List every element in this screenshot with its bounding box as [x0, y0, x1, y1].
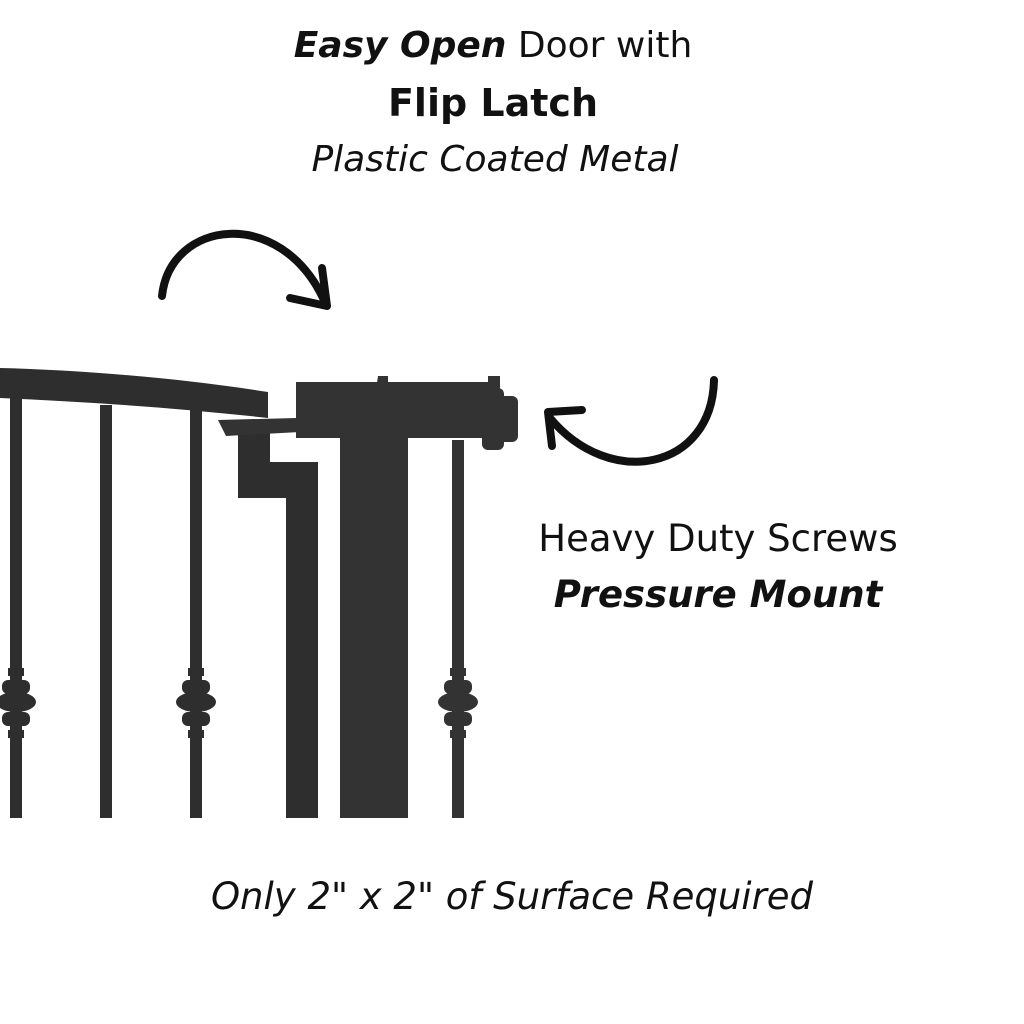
easy-open-label: Easy Open [293, 25, 507, 66]
gate-bar [190, 410, 202, 818]
gate-bar [10, 398, 22, 818]
pressure-mount-label: Pressure Mount [553, 573, 883, 616]
curved-arrow-left-icon [544, 376, 718, 466]
pressure-mount-knob [482, 376, 518, 450]
material-label: Plastic Coated Metal [311, 139, 679, 180]
surface-requirement-note: Only 2" x 2" of Surface Required [210, 875, 814, 918]
gate-bar [100, 405, 112, 818]
door-with-label: Door with [517, 25, 693, 66]
bar-ornament [176, 668, 216, 738]
screws-label: Heavy Duty Screws [538, 517, 898, 560]
headline-line-1: Easy Open Door with [0, 28, 986, 64]
flip-latch [218, 376, 388, 436]
curved-arrow-right-down-icon [158, 229, 331, 310]
door-stile [238, 430, 318, 818]
bar-ornament [0, 668, 36, 738]
gate-top-rail [0, 368, 268, 418]
bar-ornament [438, 668, 478, 738]
gate-bar [452, 440, 464, 818]
flip-latch-label: Flip Latch [387, 81, 599, 125]
gate-door [0, 368, 318, 818]
gate-frame [218, 376, 518, 818]
frame-post [340, 438, 408, 818]
